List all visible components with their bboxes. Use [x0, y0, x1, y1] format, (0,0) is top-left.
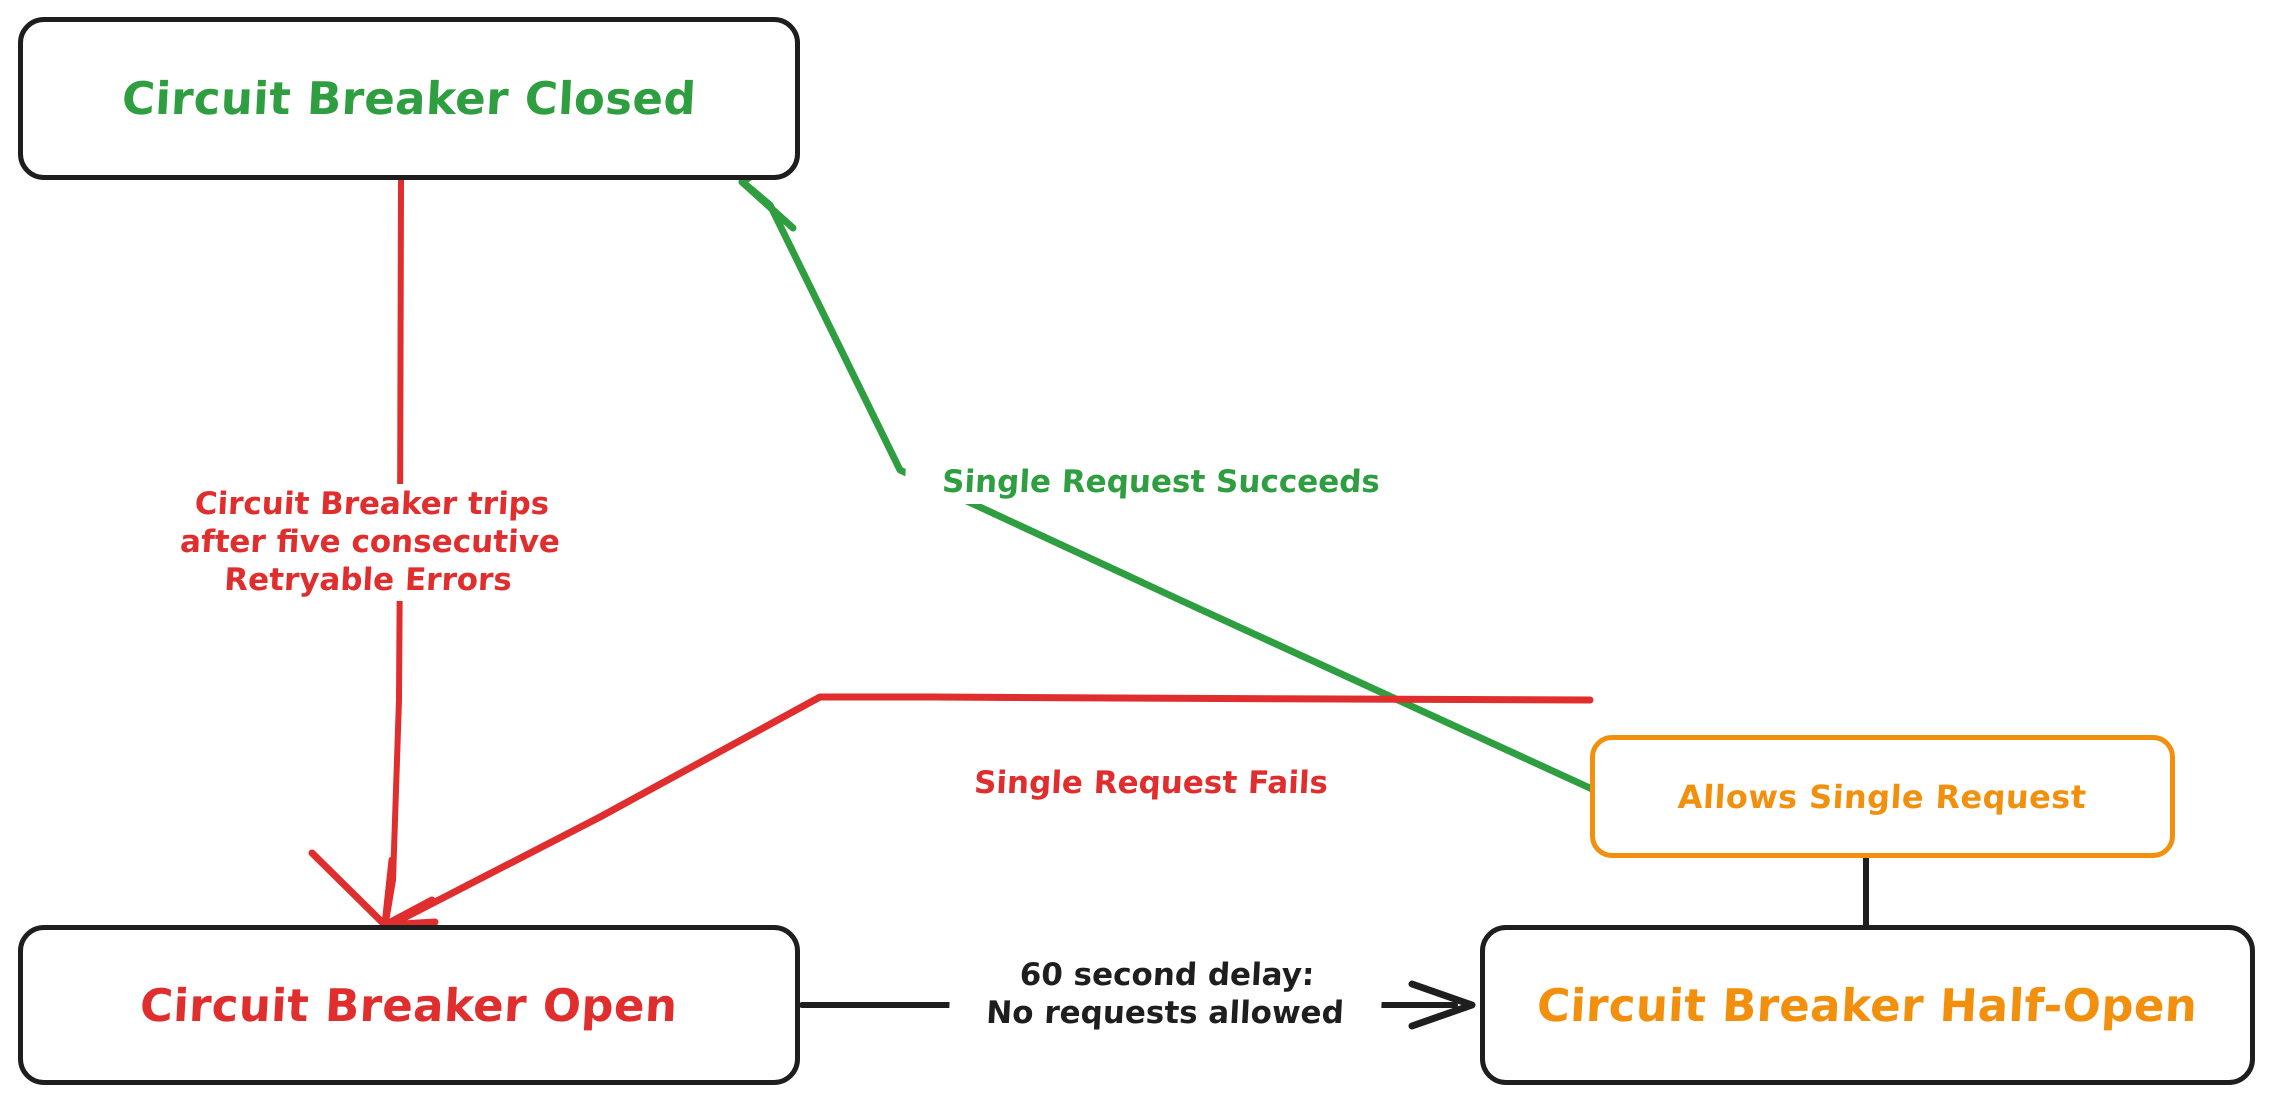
edge-label-open-to-half-open: 60 second delay: No requests allowed [947, 955, 1385, 1035]
edge-label-closed-to-open: Circuit Breaker trips after five consecu… [156, 484, 584, 602]
state-node-label: Allows Single Request [1677, 777, 2088, 816]
edge-label-line: after five consecutive [179, 523, 561, 560]
state-node-label: Circuit Breaker Open [138, 978, 680, 1032]
state-node-allows-single-request[interactable]: Allows Single Request [1590, 735, 2175, 858]
edge-label-line: Circuit Breaker trips [193, 486, 551, 522]
state-node-circuit-breaker-open[interactable]: Circuit Breaker Open [18, 925, 800, 1085]
state-node-label: Circuit Breaker Half-Open [1535, 978, 2200, 1032]
edge-label-line: Single Request Succeeds [941, 464, 1381, 500]
edge-label-line: 60 second delay: [1018, 957, 1316, 993]
edge-label-line: Single Request Fails [973, 765, 1329, 801]
edge-label-allows-to-open: Single Request Fails [933, 763, 1369, 805]
state-node-circuit-breaker-closed[interactable]: Circuit Breaker Closed [18, 17, 800, 180]
state-node-label: Circuit Breaker Closed [120, 72, 698, 125]
edge-label-allows-to-closed: Single Request Succeeds [903, 462, 1419, 504]
edge-label-line: No requests allowed [985, 994, 1345, 1031]
edge-allows-to-open [384, 693, 1594, 930]
edge-label-line: Retryable Errors [223, 561, 513, 598]
state-node-circuit-breaker-half-open[interactable]: Circuit Breaker Half-Open [1480, 925, 2255, 1085]
